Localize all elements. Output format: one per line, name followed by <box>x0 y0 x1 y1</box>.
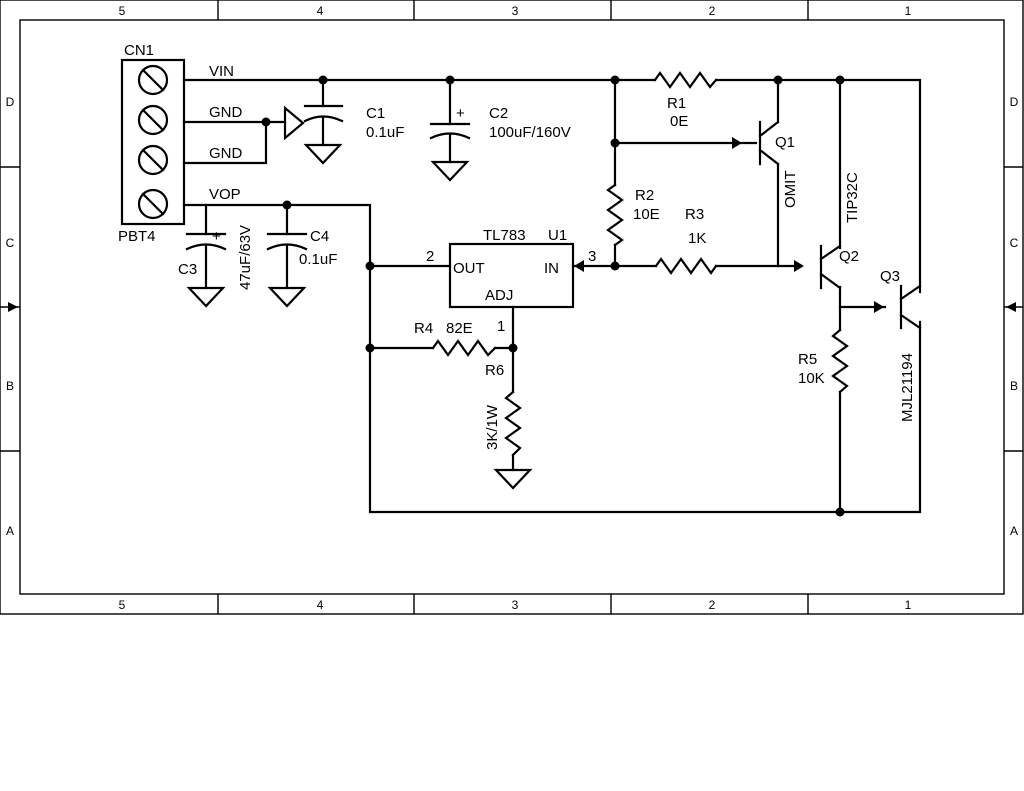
u1-pin-adj-label: ADJ <box>485 287 513 304</box>
zone-row-right-d: D <box>1010 95 1019 109</box>
u1-part: TL783 <box>483 227 526 244</box>
transistor-q2: Q2 TIP32C <box>794 172 861 290</box>
resistor-r5: R5 10K <box>798 328 849 394</box>
right-center-arrow-icon <box>1006 302 1016 312</box>
zone-row-right-b: B <box>1010 379 1018 393</box>
r1-ref: R1 <box>667 95 686 112</box>
ground-symbol-c3-icon <box>186 286 226 308</box>
u1-pin-in-num: 3 <box>588 248 596 265</box>
c3-polarity: + <box>212 228 221 245</box>
ground-symbol-r6-icon <box>493 468 533 490</box>
c2-ref: C2 <box>489 105 508 122</box>
resistor-r4: R4 82E <box>414 320 497 357</box>
drawing-frame: 5 4 3 2 1 5 4 3 2 1 D C B A D C B A <box>0 0 1024 615</box>
transistor-q3: Q3 MJL21194 <box>874 268 922 422</box>
r4-ref: R4 <box>414 320 433 337</box>
zone-row-left-d: D <box>6 95 15 109</box>
r6-ref: R6 <box>485 362 504 379</box>
zone-row-right-c: C <box>1010 236 1019 250</box>
gnd-arrow-symbol-icon <box>283 105 305 141</box>
r5-ref: R5 <box>798 351 817 368</box>
c2-polarity: + <box>456 105 465 122</box>
r2-ref: R2 <box>635 187 654 204</box>
u1-pin-out-num: 2 <box>426 248 434 265</box>
q3-base-arrow-icon <box>874 301 884 313</box>
zone-row-left-c: C <box>6 236 15 250</box>
c4-ref: C4 <box>310 228 329 245</box>
u1-ref: U1 <box>548 227 567 244</box>
zone-row-left-a: A <box>6 524 14 538</box>
screw-terminal-2-icon <box>137 104 169 136</box>
u1-input-arrow-icon <box>574 260 584 272</box>
zone-col-bottom-3: 3 <box>512 598 519 612</box>
ground-symbol-c1-icon <box>303 143 343 165</box>
resistor-r2: R2 10E <box>606 183 660 247</box>
cn1-part: PBT4 <box>118 228 156 245</box>
r5-value: 10K <box>798 370 825 387</box>
q2-base-arrow-icon <box>794 260 804 272</box>
net-label-gnd-1: GND <box>209 104 243 121</box>
ground-symbol-c2-icon <box>430 160 470 182</box>
q3-ref: Q3 <box>880 268 900 285</box>
q1-base-arrow-icon <box>732 137 742 149</box>
resistor-r1: R1 0E <box>653 71 718 130</box>
zone-col-top-4: 4 <box>317 4 324 18</box>
zone-row-right-a: A <box>1010 524 1018 538</box>
capacitor-c4: C4 0.1uF <box>266 228 337 308</box>
q2-ref: Q2 <box>839 248 859 265</box>
r1-value: 0E <box>670 113 688 130</box>
transistor-q1: Q1 OMIT <box>732 120 799 209</box>
c1-value: 0.1uF <box>366 124 404 141</box>
net-label-gnd-2: GND <box>209 145 243 162</box>
screw-terminal-1-icon <box>137 64 169 96</box>
q1-ref: Q1 <box>775 134 795 151</box>
c2-value: 100uF/160V <box>489 124 571 141</box>
net-label-vop: VOP <box>209 186 241 203</box>
connector-cn1: CN1 PBT4 VIN GND GND VOP <box>118 42 243 245</box>
junction-dots <box>261 75 845 517</box>
capacitor-c1: C1 0.1uF <box>303 104 404 165</box>
r3-value: 1K <box>688 230 706 247</box>
zone-col-bottom-4: 4 <box>317 598 324 612</box>
c3-value: 47uF/63V <box>237 225 254 290</box>
capacitor-c3: + C3 47uF/63V <box>178 225 254 308</box>
r4-value: 82E <box>446 320 473 337</box>
screw-terminal-3-icon <box>137 144 169 176</box>
zone-col-bottom-1: 1 <box>905 598 912 612</box>
net-label-vin: VIN <box>209 63 234 80</box>
c3-ref: C3 <box>178 261 197 278</box>
regulator-u1: TL783 U1 OUT IN ADJ 2 3 1 <box>426 227 596 335</box>
r6-value: 3K/1W <box>484 404 501 450</box>
r3-ref: R3 <box>685 206 704 223</box>
zone-col-top-3: 3 <box>512 4 519 18</box>
screw-terminal-4-icon <box>137 188 169 220</box>
resistor-r6: R6 3K/1W <box>484 362 533 490</box>
u1-pin-adj-num: 1 <box>497 318 505 335</box>
q2-value: TIP32C <box>844 172 861 223</box>
zone-col-top-2: 2 <box>709 4 716 18</box>
c1-ref: C1 <box>366 105 385 122</box>
zone-col-bottom-5: 5 <box>119 598 126 612</box>
ground-symbol-c4-icon <box>267 286 307 308</box>
u1-pin-in-label: IN <box>544 260 559 277</box>
capacitor-c2: + C2 100uF/160V <box>429 105 571 182</box>
cn1-ref: CN1 <box>124 42 154 59</box>
left-center-arrow-icon <box>8 302 18 312</box>
r2-value: 10E <box>633 206 660 223</box>
wires <box>182 78 922 514</box>
zone-col-top-5: 5 <box>119 4 126 18</box>
u1-pin-out-label: OUT <box>453 260 485 277</box>
q3-value: MJL21194 <box>899 353 916 422</box>
zone-row-left-b: B <box>6 379 14 393</box>
c4-value: 0.1uF <box>299 251 337 268</box>
zone-col-bottom-2: 2 <box>709 598 716 612</box>
resistor-r3: R3 1K <box>654 206 718 275</box>
zone-col-top-1: 1 <box>905 4 912 18</box>
q1-value: OMIT <box>782 171 799 209</box>
